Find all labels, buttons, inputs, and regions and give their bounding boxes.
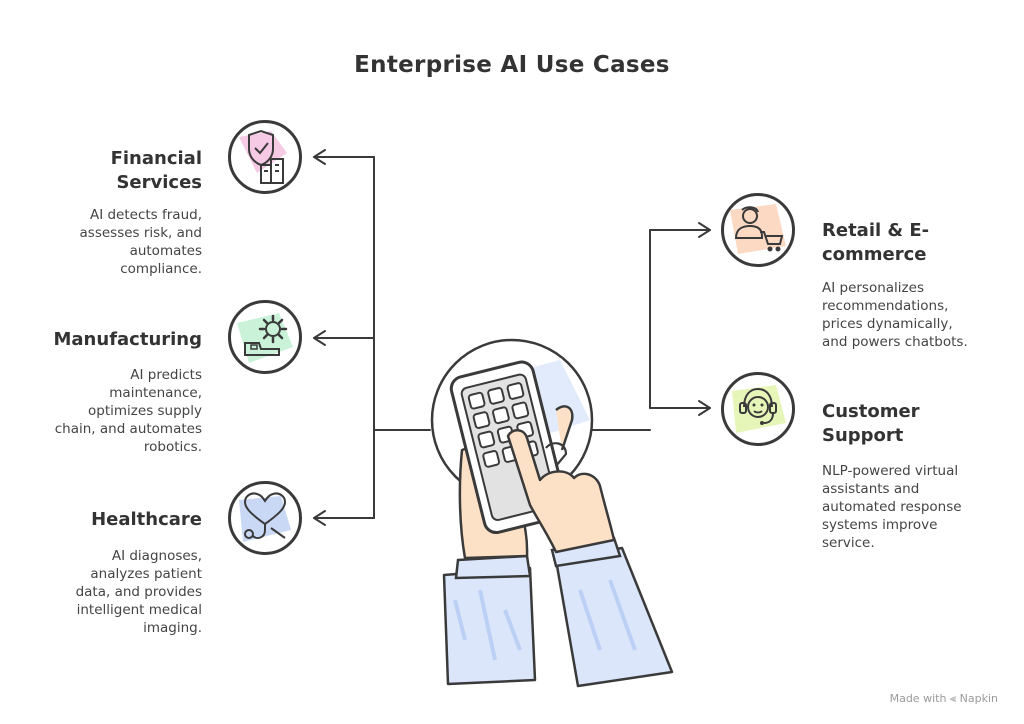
description-line: imaging. bbox=[143, 620, 202, 636]
financial-services-heading: Financial Services bbox=[111, 147, 202, 195]
description-line: analyzes patient bbox=[90, 566, 202, 582]
description-line: AI predicts bbox=[130, 367, 202, 383]
healthcare-node bbox=[228, 481, 302, 555]
customer-support-heading: Customer Support bbox=[822, 400, 920, 448]
shield-building-icon bbox=[239, 129, 287, 184]
heading-line: commerce bbox=[822, 244, 927, 265]
description-line: assesses risk, and bbox=[79, 225, 202, 241]
description-line: automates bbox=[129, 243, 202, 259]
description-line: NLP-powered virtual bbox=[822, 463, 959, 479]
retail-ecommerce-node bbox=[721, 193, 795, 267]
description-line: prices dynamically, bbox=[822, 316, 953, 332]
manufacturing-heading: Manufacturing bbox=[54, 328, 203, 352]
description-line: recommendations, bbox=[822, 298, 949, 314]
napkin-logo-icon: ⫷ bbox=[949, 692, 957, 705]
heading-line: Support bbox=[822, 425, 904, 446]
customer-support-description: NLP-powered virtual assistants and autom… bbox=[822, 462, 962, 552]
person-cart-icon bbox=[730, 204, 786, 254]
footer-brand: Napkin bbox=[959, 692, 998, 705]
description-line: assistants and bbox=[822, 481, 920, 497]
description-line: maintenance, bbox=[109, 385, 202, 401]
description-line: AI personalizes bbox=[822, 280, 924, 296]
retail-ecommerce-heading: Retail & E- commerce bbox=[822, 219, 929, 267]
description-line: compliance. bbox=[120, 261, 202, 277]
description-line: data, and provides bbox=[75, 584, 202, 600]
heading-line: Financial bbox=[110, 148, 202, 169]
page-title: Enterprise AI Use Cases bbox=[354, 52, 670, 78]
headset-agent-icon bbox=[732, 385, 786, 433]
manufacturing-description: AI predicts maintenance, optimizes suppl… bbox=[55, 366, 202, 456]
description-line: intelligent medical bbox=[76, 602, 202, 618]
manufacturing-node bbox=[228, 300, 302, 374]
heading-line: Manufacturing bbox=[53, 329, 203, 350]
description-line: chain, and automates bbox=[54, 421, 202, 437]
customer-support-node bbox=[721, 372, 795, 446]
description-line: AI detects fraud, bbox=[89, 207, 202, 223]
made-with-napkin-footer: Made with ⫷ Napkin bbox=[890, 692, 998, 706]
description-line: optimizes supply bbox=[88, 403, 202, 419]
financial-services-node bbox=[228, 120, 302, 194]
description-line: robotics. bbox=[143, 439, 202, 455]
description-line: systems improve bbox=[822, 517, 938, 533]
description-line: automated response bbox=[822, 499, 962, 515]
heart-stethoscope-icon bbox=[239, 492, 291, 542]
description-line: AI diagnoses, bbox=[111, 548, 202, 564]
heading-line: Customer bbox=[822, 401, 920, 422]
healthcare-heading: Healthcare bbox=[91, 508, 202, 532]
heading-line: Retail & E- bbox=[822, 220, 930, 241]
description-line: service. bbox=[822, 535, 875, 551]
financial-services-description: AI detects fraud, assesses risk, and aut… bbox=[80, 206, 202, 278]
gear-conveyor-icon bbox=[237, 313, 293, 363]
footer-made-with: Made with bbox=[889, 692, 947, 705]
heading-line: Healthcare bbox=[91, 509, 202, 530]
heading-line: Services bbox=[116, 172, 202, 193]
retail-ecommerce-description: AI personalizes recommendations, prices … bbox=[822, 279, 968, 351]
healthcare-description: AI diagnoses, analyzes patient data, and… bbox=[76, 547, 202, 637]
description-line: and powers chatbots. bbox=[822, 334, 968, 350]
